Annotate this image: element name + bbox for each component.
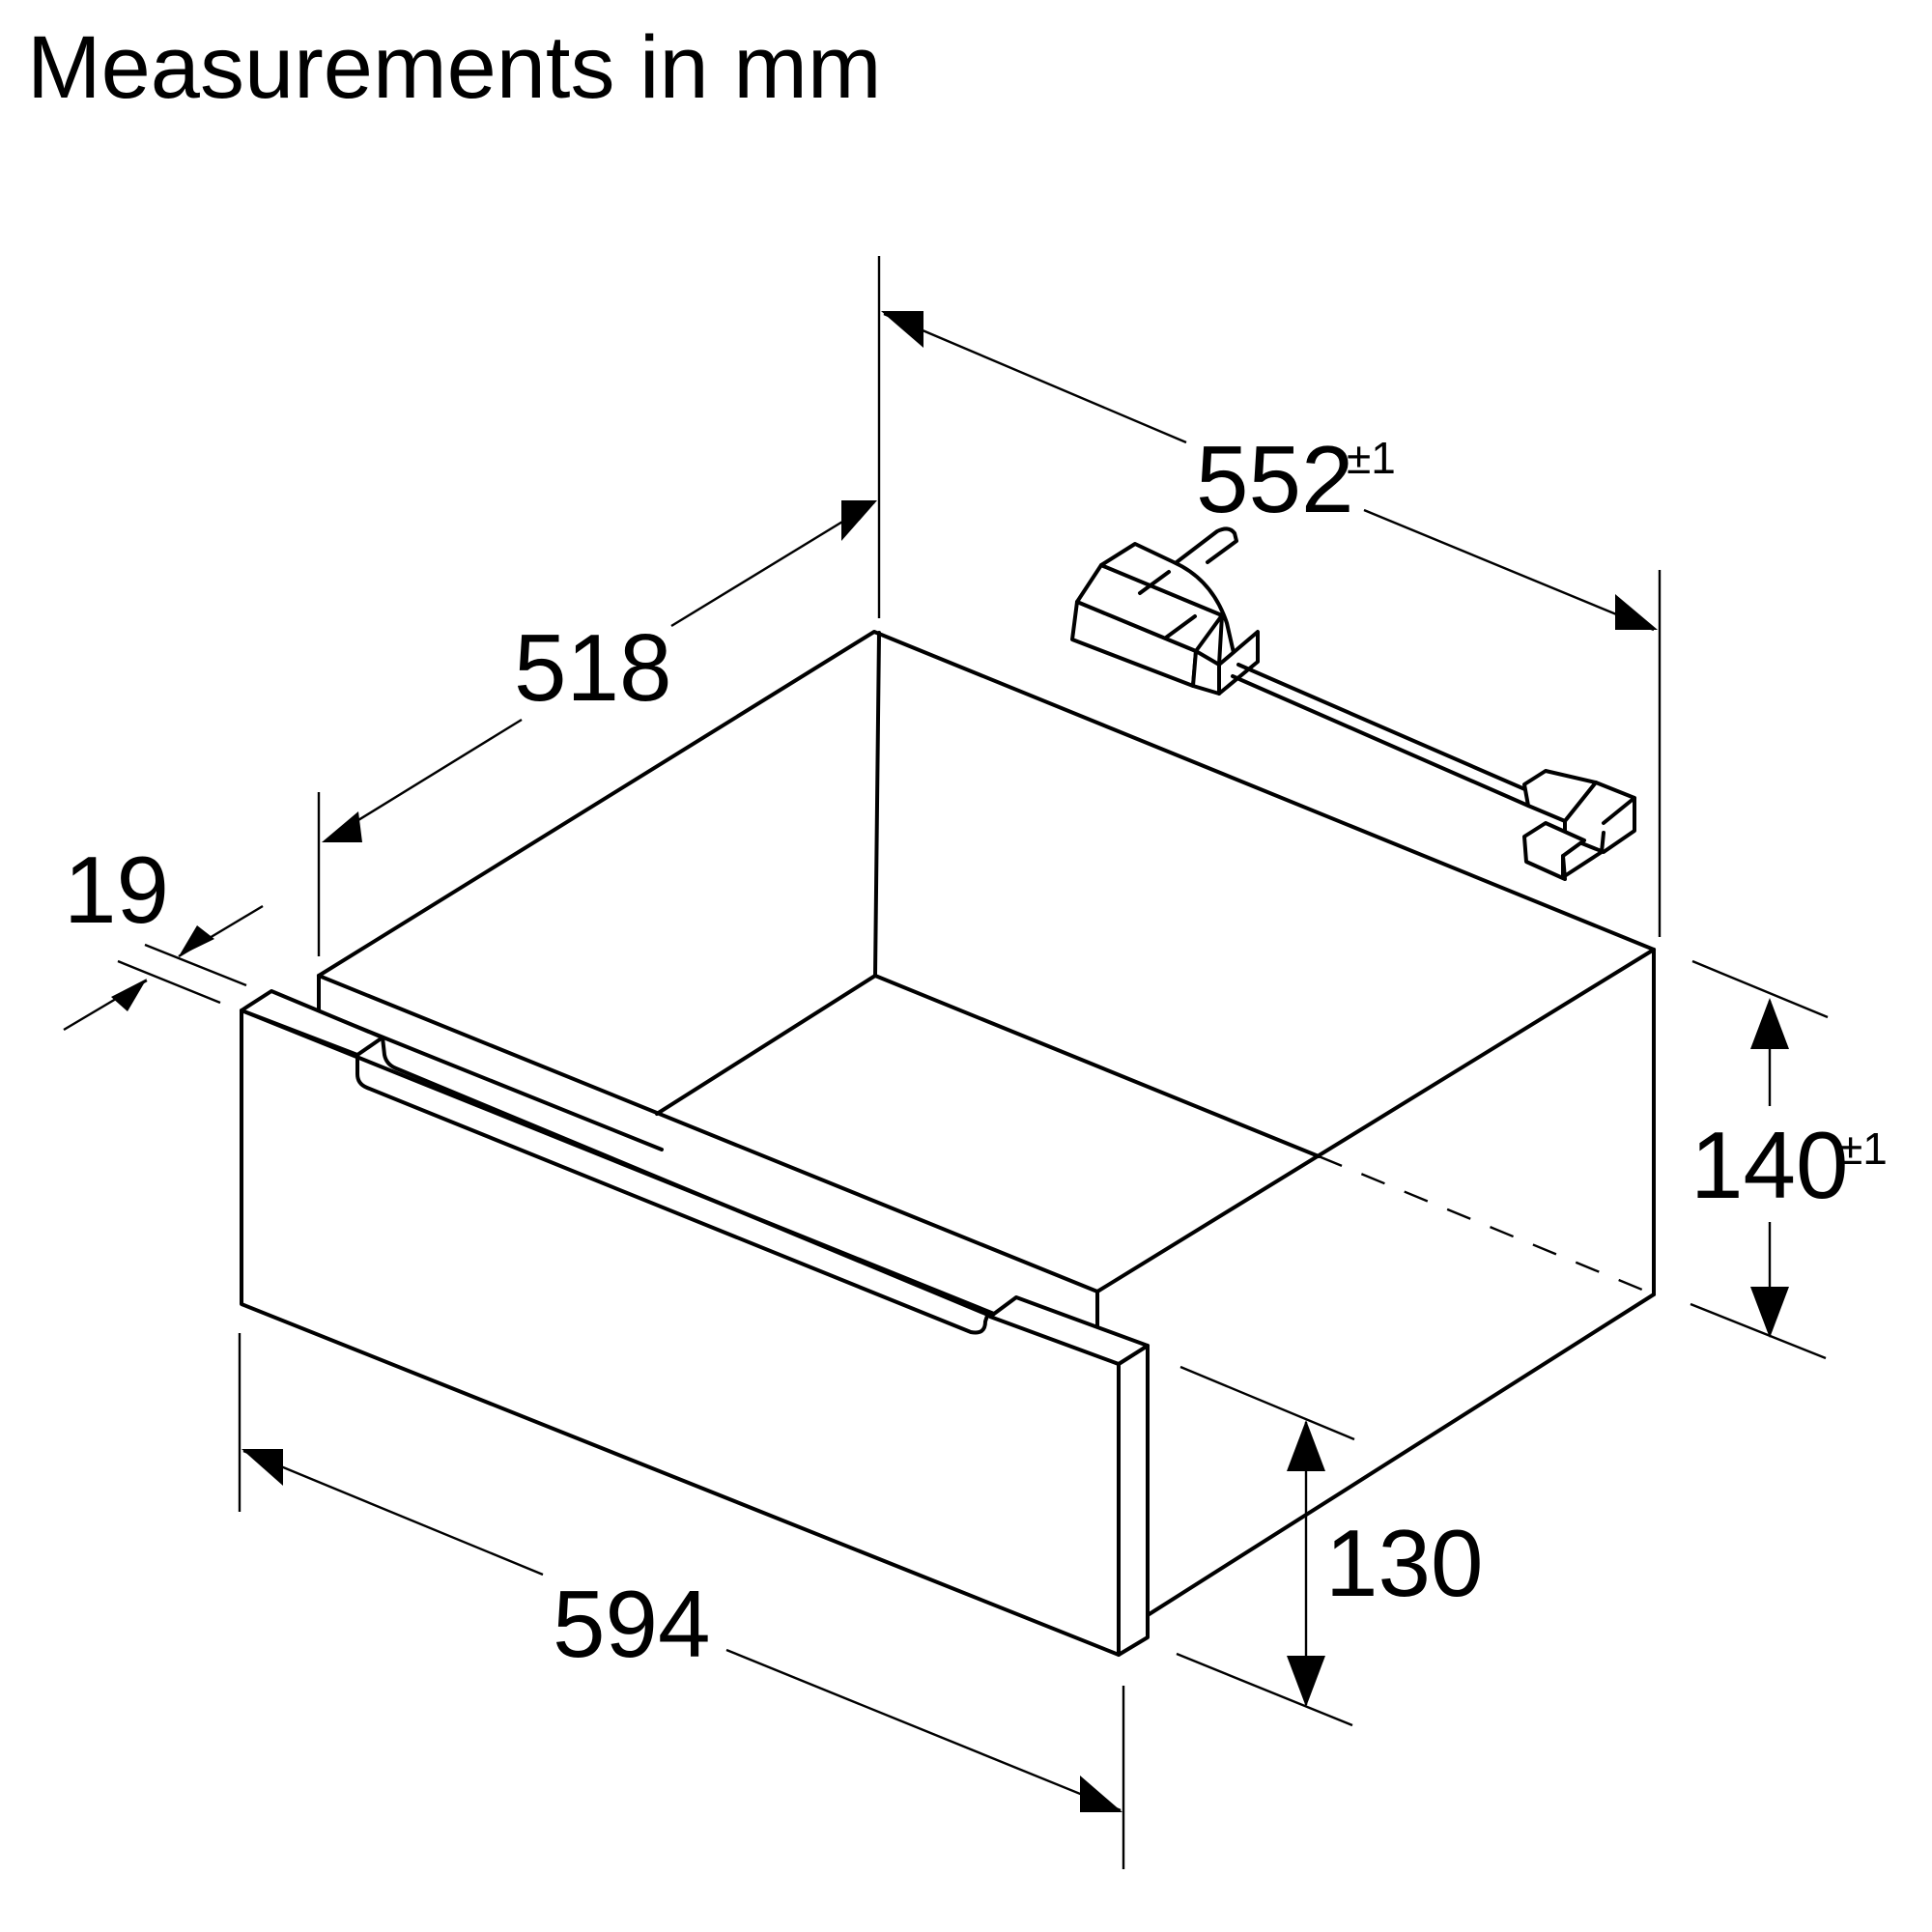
dim-line-552-a	[883, 312, 1187, 444]
arrow-552-left	[881, 311, 923, 348]
dim-line-594-a	[242, 1449, 544, 1577]
dim-130-value: 130	[1325, 1510, 1484, 1616]
dim-line-594-b	[725, 1648, 1122, 1812]
ext-line-130-top	[1179, 1365, 1355, 1441]
drawer-front-panel	[240, 989, 1150, 1657]
arrow-518-right	[841, 500, 877, 541]
body-hidden-edge	[1318, 1154, 1655, 1296]
body-floor-left-edge	[655, 974, 877, 1116]
wall-plug-edge-1	[1561, 831, 1605, 879]
arrow-552-right	[1615, 594, 1658, 630]
dim-140-tolerance: ±1	[1838, 1123, 1888, 1174]
arrow-594-right	[1080, 1776, 1122, 1812]
arrow-130-top	[1287, 1420, 1325, 1471]
plug-collar	[1191, 649, 1221, 696]
dimension-19: 19	[63, 837, 264, 1032]
ext-line-19-a	[144, 943, 247, 987]
arrow-19-lower	[111, 979, 147, 1011]
arrow-518-left	[322, 811, 362, 842]
dim-140-value: 140	[1690, 1112, 1849, 1218]
page-title: Measurements in mm	[27, 18, 882, 117]
dim-line-518-b	[670, 500, 875, 628]
cable-line-bottom	[1231, 674, 1530, 808]
dim-594-value: 594	[553, 1571, 711, 1677]
body-top-back-edge	[317, 630, 1656, 978]
plug-pin	[1175, 526, 1238, 564]
dim-552-value: 552	[1196, 426, 1354, 532]
dimension-130: 130	[1176, 1365, 1484, 1727]
plug-nose	[1217, 630, 1260, 696]
arrow-140-bottom	[1750, 1287, 1789, 1338]
wall-plug-edge-2	[1602, 796, 1636, 825]
dimension-552: 552 ±1	[877, 256, 1662, 937]
arrow-140-top	[1750, 998, 1789, 1049]
dim-line-518-a	[327, 718, 523, 840]
body-back-inner-edge	[873, 631, 881, 978]
arrow-130-bottom	[1287, 1656, 1325, 1707]
body-left-top-inner	[317, 974, 1099, 1293]
dimension-518: 518	[317, 500, 877, 956]
arrow-19-upper	[179, 925, 214, 956]
body-right-top-edge	[1095, 948, 1656, 1329]
ext-line-140-top	[1691, 959, 1829, 1019]
dim-518-value: 518	[514, 614, 672, 721]
power-cable-plug-icon	[1070, 526, 1636, 881]
front-top-right-ledge	[988, 1295, 1150, 1366]
arrow-594-left	[242, 1449, 283, 1486]
ext-line-130-bottom	[1176, 1652, 1353, 1727]
front-right-thickness	[1117, 1344, 1150, 1657]
dim-552-tolerance: ±1	[1347, 433, 1396, 483]
plug-seam-2	[1164, 614, 1197, 639]
cable-line-top	[1236, 663, 1538, 796]
front-face	[240, 1009, 1121, 1657]
dimension-594: 594	[238, 1333, 1125, 1869]
drawer-body	[317, 630, 1656, 1617]
dim-19-value: 19	[64, 837, 169, 943]
ext-line-19-b	[117, 959, 221, 1005]
body-floor-right-edge	[873, 974, 1321, 1158]
handle-groove	[355, 1036, 992, 1335]
dimension-140: 140 ±1	[1690, 959, 1888, 1360]
ext-line-140-bottom	[1690, 1302, 1827, 1360]
body-right-bottom-edge	[1146, 1293, 1656, 1617]
plug-seam-1	[1138, 570, 1171, 595]
dim-line-552-b	[1363, 508, 1655, 632]
